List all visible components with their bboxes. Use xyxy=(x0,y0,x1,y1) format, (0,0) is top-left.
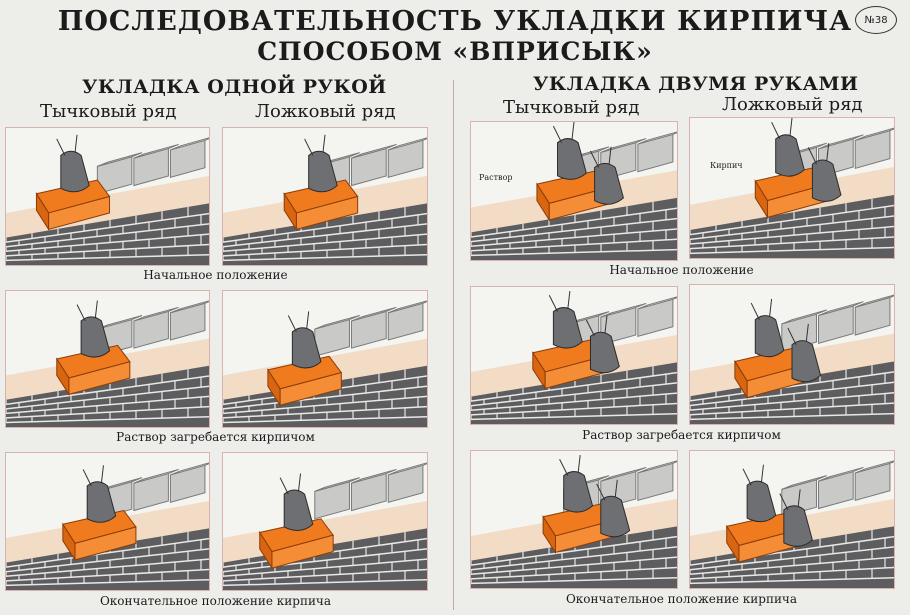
caption-one-hand-start: Начальное положение xyxy=(143,268,288,282)
brick-wall xyxy=(223,365,427,427)
glove xyxy=(548,291,620,374)
caption-two-hands-start: Начальное положение xyxy=(609,263,754,277)
orange-brick xyxy=(55,344,131,397)
brick-wall xyxy=(223,203,427,265)
label-mortar: Раствор xyxy=(479,173,513,182)
brick-wall xyxy=(6,528,209,590)
brick-wall xyxy=(471,526,677,588)
glove xyxy=(76,300,111,358)
brick-wall xyxy=(471,197,677,260)
laid-bricks xyxy=(314,300,427,357)
glove xyxy=(559,455,631,538)
brick-wall xyxy=(6,365,209,427)
poster-title-line2: СПОСОБОМ «ВПРИСЫК» xyxy=(257,37,653,66)
scene-illustration xyxy=(6,462,209,590)
glove xyxy=(304,134,338,193)
scene-illustration: Раствор xyxy=(471,122,677,260)
caption-two-hands-final: Окончательное положение кирпича xyxy=(565,592,798,606)
glove xyxy=(56,134,90,193)
column-header-stretcher-row-left: Ложковый ряд xyxy=(255,101,396,122)
panel-one-hand-stretcher-scoop xyxy=(222,290,428,428)
panel-two-hands-stretcher-final xyxy=(689,450,895,589)
glove xyxy=(82,465,117,523)
panel-one-hand-stretcher-start xyxy=(222,127,428,266)
scene-illustration xyxy=(223,300,427,427)
scene-illustration xyxy=(690,294,894,424)
section-heading-two-hands: УКЛАДКА ДВУМЯ РУКАМИ xyxy=(533,73,859,95)
panel-one-hand-header-scoop xyxy=(5,290,210,428)
caption-one-hand-final: Окончательное положение кирпича xyxy=(99,594,332,608)
poster-number-badge: №38 xyxy=(855,6,897,34)
brick-wall xyxy=(471,362,677,424)
laid-bricks xyxy=(96,300,209,357)
orange-brick xyxy=(258,518,335,570)
scene-illustration xyxy=(6,300,209,427)
scene-illustration: Кирпич xyxy=(690,118,894,258)
brick-wall xyxy=(223,528,427,590)
glove xyxy=(771,118,842,202)
panel-one-hand-stretcher-final xyxy=(222,452,428,591)
brick-wall xyxy=(6,203,209,265)
laid-bricks xyxy=(314,462,427,520)
scene-illustration xyxy=(690,460,894,588)
panel-two-hands-stretcher-start: Кирпич xyxy=(689,117,895,259)
panel-two-hands-stretcher-scoop xyxy=(689,284,895,425)
caption-one-hand-scoop: Раствор загребается кирпичом xyxy=(116,430,315,444)
panel-two-hands-header-start: Раствор xyxy=(470,121,678,261)
scene-illustration xyxy=(223,134,427,265)
brick-wall xyxy=(690,526,894,588)
glove xyxy=(287,311,322,369)
orange-brick xyxy=(62,509,137,562)
scene-illustration xyxy=(471,291,677,424)
column-header-header-row-left: Тычковый ряд xyxy=(40,101,177,122)
column-header-stretcher-row-right: Ложковый ряд xyxy=(722,94,863,115)
brick-wall xyxy=(690,195,894,258)
glove xyxy=(279,473,314,531)
label-brick: Кирпич xyxy=(710,161,743,170)
panel-one-hand-header-start xyxy=(5,127,210,266)
glove xyxy=(552,122,625,205)
poster-title-line1: ПОСЛЕДОВАТЕЛЬНОСТЬ УКЛАДКИ КИРПИЧА xyxy=(57,6,853,37)
brick-wall xyxy=(690,361,894,424)
caption-two-hands-scoop: Раствор загребается кирпичом xyxy=(582,428,781,442)
glove xyxy=(742,464,813,547)
column-header-header-row-right: Тычковый ряд xyxy=(503,97,640,118)
orange-brick xyxy=(35,179,111,232)
section-divider xyxy=(453,80,454,610)
panel-two-hands-header-scoop xyxy=(470,286,678,425)
scene-illustration xyxy=(223,462,427,590)
laid-bricks xyxy=(781,460,894,518)
panel-one-hand-header-final xyxy=(5,452,210,591)
scene-illustration xyxy=(6,134,209,265)
scene-illustration xyxy=(471,455,677,588)
panel-two-hands-header-final xyxy=(470,450,678,589)
glove xyxy=(750,298,822,383)
section-heading-one-hand: УКЛАДКА ОДНОЙ РУКОЙ xyxy=(82,76,387,98)
